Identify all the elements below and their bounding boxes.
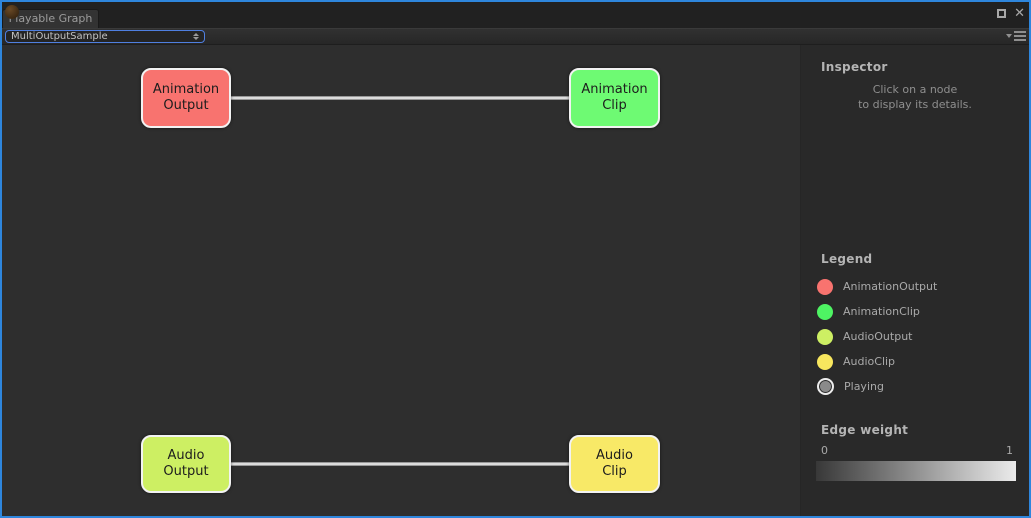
legend-label: AudioClip xyxy=(843,355,896,368)
legend-item-audio-clip: AudioClip xyxy=(817,353,895,370)
edge-weight-max: 1 xyxy=(1006,444,1013,457)
close-icon[interactable]: ✕ xyxy=(1014,6,1025,21)
node-label-line: Audio xyxy=(167,448,205,463)
inspector-panel: Inspector Click on a node to display its… xyxy=(800,45,1029,516)
node-label-line: Clip xyxy=(602,98,627,113)
node-label-line: Output xyxy=(163,98,209,113)
node-label-line: Animation xyxy=(581,82,648,97)
legend-dot-playing xyxy=(817,378,834,395)
inspector-hint-line1: Click on a node xyxy=(872,83,958,96)
toolbar: MultiOutputSample xyxy=(2,28,1029,45)
dropdown-arrows-icon xyxy=(193,33,199,40)
legend-dot-audio-clip xyxy=(817,353,833,370)
node-label-line: Output xyxy=(163,464,209,479)
window-icon xyxy=(5,5,19,19)
legend-label: AudioOutput xyxy=(843,330,913,343)
maximize-icon[interactable] xyxy=(997,9,1007,18)
menu-caret-icon xyxy=(1006,34,1012,38)
legend-dot-animation-output xyxy=(817,278,833,295)
legend-label: Playing xyxy=(844,380,884,393)
node-label-line: Clip xyxy=(602,464,627,479)
legend-dot-animation-clip xyxy=(817,303,833,320)
legend-title: Legend xyxy=(821,252,873,266)
edge-animation xyxy=(231,96,569,100)
node-animation-output[interactable]: Animation Output xyxy=(141,68,231,128)
legend-item-playing: Playing xyxy=(817,378,884,395)
legend-item-animation-output: AnimationOutput xyxy=(817,278,937,295)
legend-label: AnimationClip xyxy=(843,305,920,318)
inspector-hint: Click on a node to display its details. xyxy=(801,82,1029,112)
edge-audio xyxy=(231,462,569,466)
graph-selector-dropdown[interactable]: MultiOutputSample xyxy=(5,30,205,43)
node-animation-clip[interactable]: Animation Clip xyxy=(569,68,660,128)
node-label-line: Audio xyxy=(596,448,633,463)
node-audio-clip[interactable]: Audio Clip xyxy=(569,435,660,493)
tab-label: Playable Graph xyxy=(8,12,93,25)
node-label-line: Animation xyxy=(152,82,220,97)
legend-dot-audio-output xyxy=(817,328,833,345)
edge-weight-min: 0 xyxy=(821,444,828,457)
inspector-hint-line2: to display its details. xyxy=(858,98,972,111)
graph-selector-value: MultiOutputSample xyxy=(11,31,108,42)
titlebar: Playable Graph ✕ xyxy=(2,2,1029,28)
graph-canvas[interactable]: Animation Output Animation Clip Audio Ou… xyxy=(2,45,800,516)
hamburger-icon xyxy=(1014,31,1026,41)
edge-weight-title: Edge weight xyxy=(821,423,909,437)
node-audio-output[interactable]: Audio Output xyxy=(141,435,231,493)
window-menu-icon[interactable] xyxy=(1006,31,1026,41)
inspector-title: Inspector xyxy=(821,60,888,74)
titlebar-controls: ✕ xyxy=(997,6,1025,21)
content: Animation Output Animation Clip Audio Ou… xyxy=(2,45,1029,516)
legend-label: AnimationOutput xyxy=(843,280,938,293)
legend-item-animation-clip: AnimationClip xyxy=(817,303,920,320)
tab-playable-graph[interactable]: Playable Graph xyxy=(2,9,99,28)
edge-weight-gradient xyxy=(816,461,1016,481)
legend-item-audio-output: AudioOutput xyxy=(817,328,912,345)
